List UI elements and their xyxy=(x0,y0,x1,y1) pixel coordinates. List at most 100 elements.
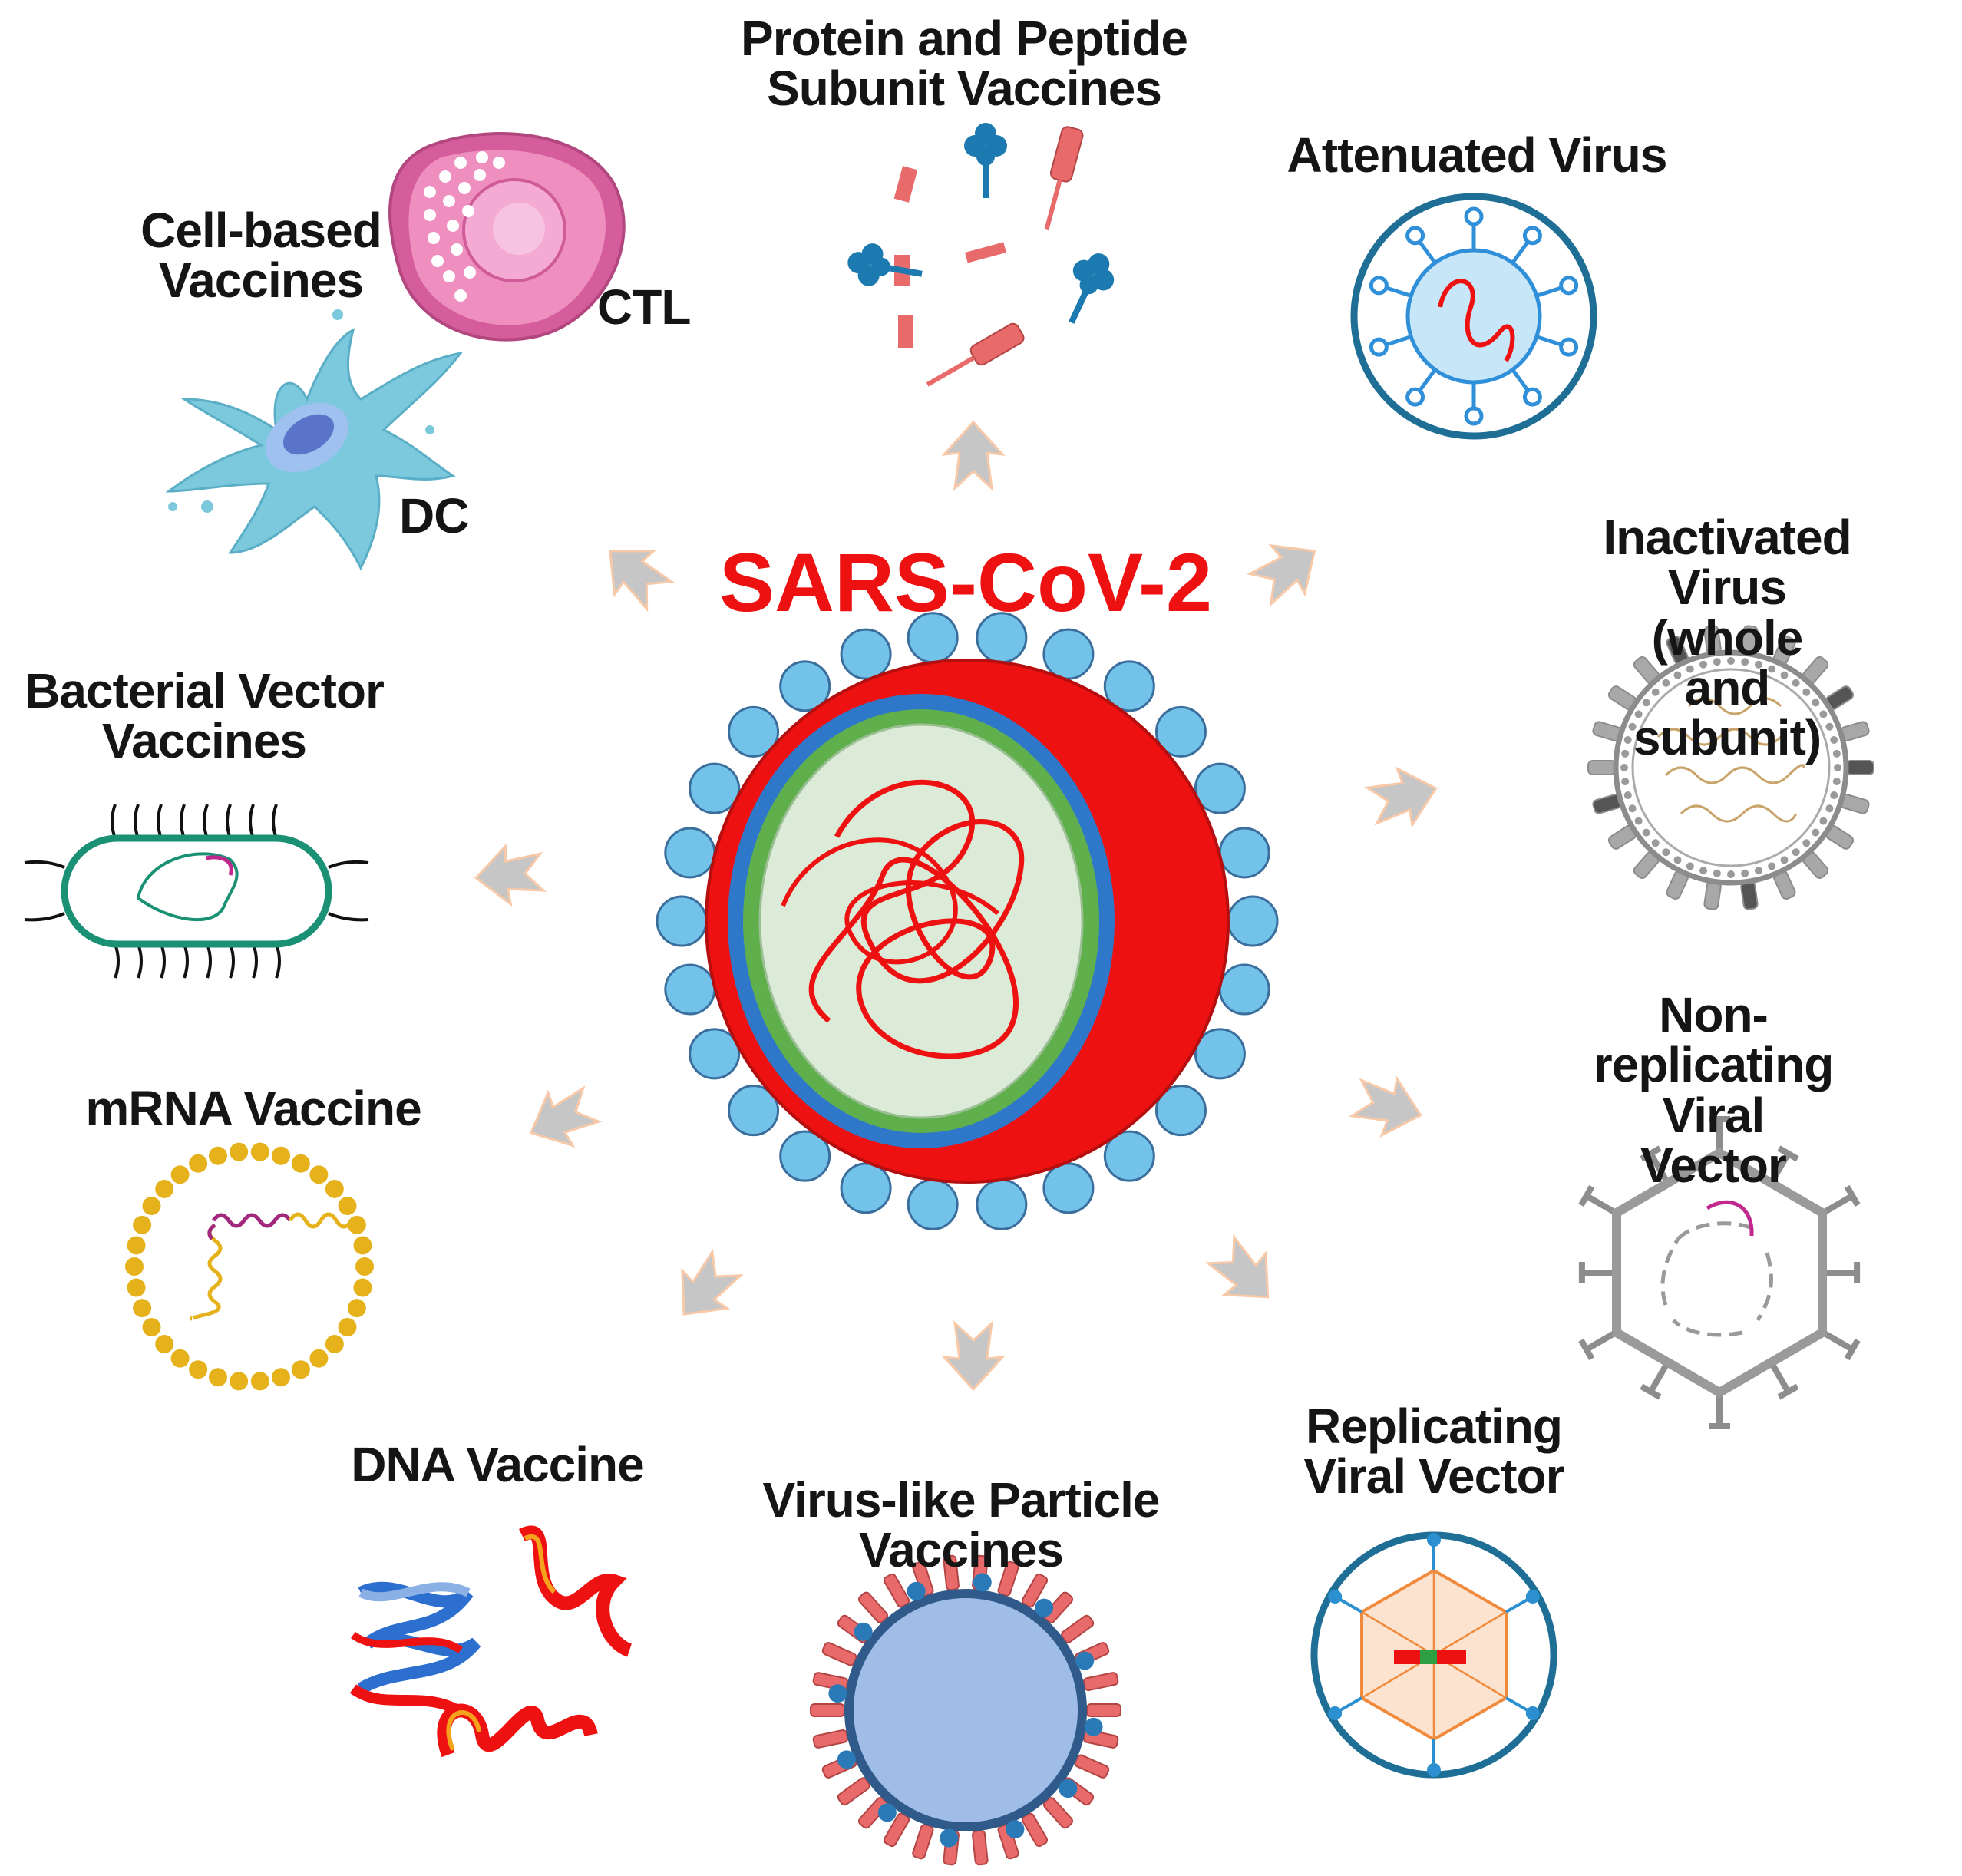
spike-head xyxy=(1464,206,1484,226)
lipid-dot xyxy=(208,1146,227,1165)
spike-head xyxy=(728,1085,780,1137)
membrane-dot xyxy=(1727,870,1735,878)
spike-head xyxy=(1194,762,1246,814)
spike-head xyxy=(1103,1130,1155,1182)
spike-cap xyxy=(1578,1338,1595,1361)
lipid-dot xyxy=(208,1368,227,1387)
lipid-dot xyxy=(230,1372,249,1391)
spike-cap xyxy=(1640,1383,1662,1400)
spike-head xyxy=(1369,337,1389,357)
lipid-dot xyxy=(125,1257,144,1276)
arrow-down xyxy=(943,1322,1004,1391)
label-dc: DC xyxy=(399,488,469,543)
spike-head xyxy=(689,1028,741,1080)
spike-head xyxy=(1559,276,1579,296)
granule xyxy=(454,157,467,169)
granule xyxy=(443,195,455,207)
label-dna-vaccine: DNA Vaccine xyxy=(351,1437,644,1492)
lipid-dot xyxy=(230,1142,249,1161)
spike-head xyxy=(728,705,780,758)
lipid-dot xyxy=(155,1179,174,1198)
lipid-dot xyxy=(170,1165,190,1184)
vlp-spike xyxy=(1086,1703,1121,1717)
lipid-dot xyxy=(142,1317,161,1336)
label-attenuated-virus: Attenuated Virus xyxy=(1287,127,1668,183)
membrane-dot xyxy=(1620,764,1628,771)
pilus xyxy=(24,860,65,869)
spike-stalk xyxy=(1647,1360,1670,1394)
membrane-dot xyxy=(1713,869,1721,877)
vlp-spike xyxy=(810,1703,845,1717)
membrane-dot xyxy=(1834,764,1841,771)
spike-stalk xyxy=(1647,1151,1670,1185)
lipid-dot xyxy=(189,1154,208,1173)
pilus xyxy=(183,943,189,979)
vlp-spike xyxy=(1021,1573,1049,1608)
membrane-dot xyxy=(1662,679,1670,687)
membrane-dot xyxy=(1686,862,1694,870)
arrow-lower-left xyxy=(660,1244,750,1335)
spike-stalk xyxy=(1584,1193,1617,1216)
vlp-spike xyxy=(1061,1614,1095,1643)
spike-cap xyxy=(1777,1145,1799,1162)
membrane-dot xyxy=(1780,856,1789,864)
lipid-dot xyxy=(170,1349,190,1368)
label-mrna-vaccine: mRNA Vaccine xyxy=(85,1081,421,1136)
dna-vaccine-icon xyxy=(349,1525,633,1758)
pin-head xyxy=(1525,1590,1540,1604)
membrane-dot xyxy=(1741,658,1749,666)
arrow-upper-left xyxy=(589,528,680,619)
spike-head xyxy=(1405,387,1425,407)
lipid-dot xyxy=(272,1146,291,1165)
pilus xyxy=(252,943,258,979)
spike-stalk xyxy=(1822,1329,1855,1353)
spike-head xyxy=(1405,226,1425,246)
pin-head xyxy=(1525,1706,1540,1720)
spike-stalk xyxy=(1822,1193,1855,1216)
arrow-right-lower xyxy=(1348,1068,1429,1145)
membrane-dot xyxy=(1812,828,1820,837)
membrane-dot xyxy=(1673,671,1682,679)
vlp-spike xyxy=(812,1729,849,1749)
membrane-dot xyxy=(1634,817,1643,825)
vlp-knob xyxy=(854,1622,873,1641)
lipid-dot xyxy=(127,1236,146,1255)
membrane-dot xyxy=(1634,710,1643,718)
spike-head xyxy=(779,660,831,712)
vlp-knob xyxy=(877,1803,897,1822)
membrane-dot xyxy=(1812,699,1820,707)
arrow-upper-right xyxy=(1242,526,1333,614)
membrane-dot xyxy=(1741,869,1749,877)
pilus xyxy=(24,912,65,922)
membrane-dot xyxy=(1754,660,1762,669)
vlp-knob xyxy=(940,1828,959,1848)
vlp-spike xyxy=(821,1642,857,1666)
pilus xyxy=(134,804,140,839)
vlp-spike xyxy=(1021,1812,1049,1848)
spike-head xyxy=(1042,1162,1095,1214)
spike-head xyxy=(1042,628,1095,680)
membrane-dot xyxy=(1830,791,1838,799)
label-replicating-vector: Replicating Viral Vector xyxy=(1303,1399,1564,1504)
spike-head xyxy=(840,1162,892,1214)
pilus xyxy=(229,943,235,979)
membrane-dot xyxy=(1662,848,1670,857)
pilus xyxy=(275,943,281,979)
lipid-dot xyxy=(133,1299,152,1318)
spike-head xyxy=(1103,660,1155,712)
spike-head xyxy=(664,827,716,879)
spike-head xyxy=(1522,387,1542,407)
membrane-dot xyxy=(1802,839,1811,847)
lipid-dot xyxy=(291,1360,310,1379)
ctl-cell-icon xyxy=(388,132,626,342)
membrane-dot xyxy=(1819,710,1828,718)
spike xyxy=(1740,880,1759,910)
lipid-dot xyxy=(338,1317,357,1336)
membrane-dot xyxy=(1825,722,1834,731)
pilus xyxy=(111,804,117,839)
lipid-dot xyxy=(347,1299,366,1318)
membrane-dot xyxy=(1768,665,1776,673)
granule xyxy=(439,170,451,183)
pilus xyxy=(137,943,143,979)
vlp-spike xyxy=(837,1777,870,1806)
